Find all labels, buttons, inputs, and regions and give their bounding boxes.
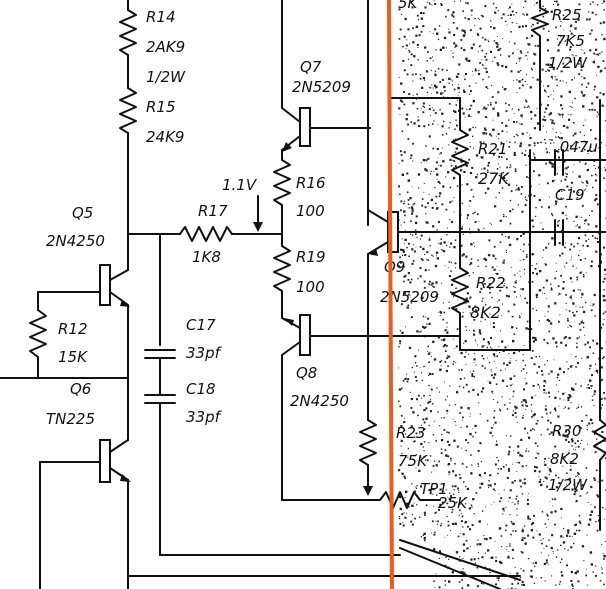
label-r14-power: 1/2W: [146, 68, 186, 86]
label-voltage: 1.1V: [222, 176, 258, 194]
label-q7: Q7: [300, 58, 322, 76]
label-q8-part: 2N4250: [290, 392, 349, 410]
label-r17-value: 1K8: [192, 248, 221, 266]
r15-resistor: [119, 87, 137, 134]
label-r30-power: 1/2W: [548, 476, 588, 494]
label-r19: R19: [296, 248, 326, 266]
label-r23: R23: [396, 424, 426, 442]
q6-transistor: [39, 439, 521, 589]
tp1-potentiometer: [369, 491, 441, 509]
label-r12-value: 15K: [58, 348, 88, 366]
label-c17: C17: [186, 316, 216, 334]
center-column: [273, 0, 461, 501]
r21-r22-network: [389, 0, 606, 589]
r21-resistor: [451, 129, 469, 176]
label-r23-value: 75K: [398, 452, 428, 470]
q8-transistor: [299, 314, 311, 356]
label-tp1: TP1: [420, 480, 448, 498]
label-q8: Q8: [296, 364, 317, 382]
label-q7-part: 2N5209: [292, 78, 351, 96]
r22-resistor: [451, 267, 469, 314]
label-c18-value: 33pf: [186, 408, 223, 426]
label-c19: C19: [555, 186, 585, 204]
label-r16: R16: [296, 174, 326, 192]
r17-network: [127, 195, 401, 556]
r12-resistor: [29, 309, 47, 358]
q7-transistor: [299, 107, 311, 147]
label-q6: Q6: [70, 380, 91, 398]
label-c17-value: 33pf: [186, 344, 223, 362]
label-r15-value: 24K9: [146, 128, 184, 146]
label-r19-value: 100: [296, 278, 325, 296]
label-top-fragment: 5K: [398, 0, 419, 12]
label-r25-power: 1/2W: [548, 54, 588, 72]
label-r21-value: 27K: [478, 169, 510, 188]
label-q9-part: 2N5209: [380, 288, 439, 306]
orange-marker-line: [387, 0, 394, 589]
label-tp1-value: 25K: [438, 494, 468, 512]
label-r14: R14: [146, 8, 176, 26]
shaded-scan-region: [398, 0, 606, 589]
r16-resistor: [273, 159, 291, 206]
r19-resistor: [273, 245, 291, 292]
label-r22: R22: [476, 274, 506, 292]
label-r30: R30: [552, 422, 582, 440]
label-c-top: .047u: [555, 138, 598, 156]
right-column: [359, 0, 441, 509]
r14-r15-chain: [119, 0, 137, 271]
label-r22-value: 8K2: [470, 303, 501, 322]
label-c18: C18: [186, 380, 216, 398]
label-r17: R17: [198, 202, 228, 220]
r25-resistor: [531, 7, 549, 37]
label-r14-value: 2AK9: [146, 38, 185, 56]
label-r30-value: 8K2: [550, 450, 579, 468]
label-q5-part: 2N4250: [46, 232, 105, 250]
q5-transistor: [37, 264, 130, 441]
label-r16-value: 100: [296, 202, 325, 220]
label-q9: Q9: [384, 258, 405, 276]
r30-resistor: [593, 419, 606, 461]
label-r25-value: 7K5: [556, 32, 585, 50]
r23-resistor: [359, 419, 377, 466]
label-r15: R15: [146, 98, 176, 116]
label-q6-part: TN225: [46, 410, 95, 428]
label-r12: R12: [58, 320, 88, 338]
r17-resistor: [179, 226, 233, 242]
label-r25: R25: [552, 6, 582, 24]
label-r21: R21: [478, 140, 508, 158]
label-q5: Q5: [72, 204, 93, 222]
r14-resistor: [119, 9, 137, 56]
